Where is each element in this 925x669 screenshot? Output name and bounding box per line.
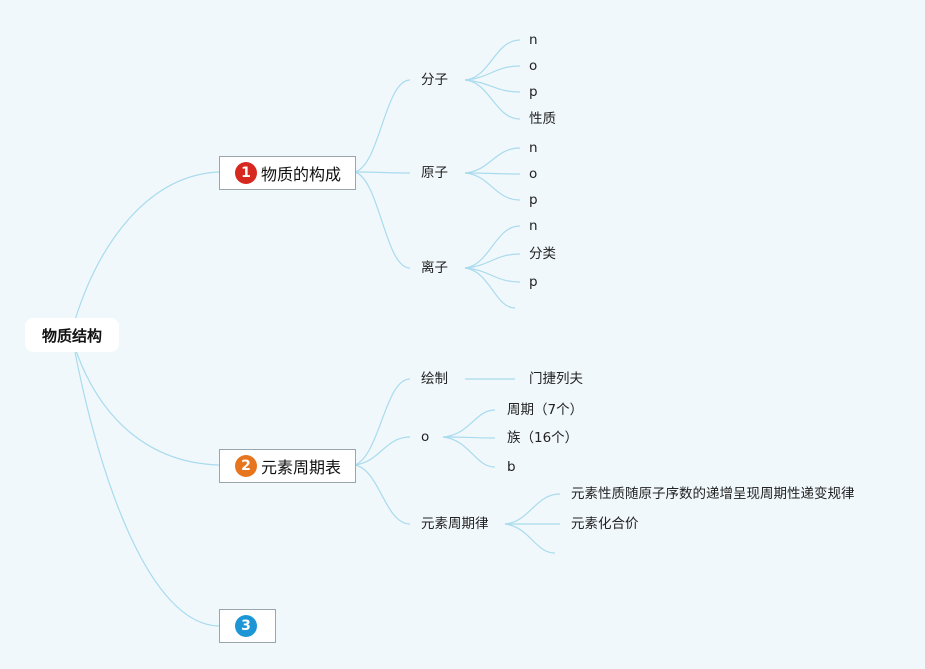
link-root-b3	[74, 351, 220, 627]
link-root-b1	[74, 171, 220, 321]
branch-label-2: 元素周期表	[261, 458, 342, 477]
link-ion-class	[464, 253, 521, 269]
leaf-ion-p[interactable]: p	[529, 274, 538, 290]
leaf-molecule-n[interactable]: n	[529, 32, 538, 48]
link-law-trend	[504, 493, 561, 525]
branch-node-3[interactable]: 3	[219, 609, 276, 643]
leaf-mendeleev[interactable]: 门捷列夫	[529, 371, 583, 387]
link-molecule-n	[464, 39, 521, 81]
branch-label-1: 物质的构成	[261, 165, 342, 184]
branch-node-1[interactable]: 1 物质的构成	[219, 156, 356, 190]
link-molecule-prop	[464, 79, 521, 120]
number-badge-3: 3	[235, 615, 257, 637]
number-badge-2: 2	[235, 455, 257, 477]
leaf-periodic-trend[interactable]: 元素性质随原子序数的递增呈现周期性递变规律	[571, 486, 855, 502]
link-b2-draw	[354, 378, 411, 466]
topic-periodic-law[interactable]: 元素周期律	[421, 516, 489, 532]
link-b1-ion	[354, 171, 411, 269]
link-b1-molecule	[354, 79, 411, 173]
leaf-valence[interactable]: 元素化合价	[571, 516, 639, 532]
link-o-period	[442, 409, 496, 438]
leaf-atom-p[interactable]: p	[529, 192, 538, 208]
leaf-period[interactable]: 周期（7个）	[507, 402, 584, 418]
topic-o[interactable]: o	[421, 429, 430, 445]
number-badge-1: 1	[235, 162, 257, 184]
leaf-atom-n[interactable]: n	[529, 140, 538, 156]
leaf-ion-classification[interactable]: 分类	[529, 246, 556, 262]
link-atom-n	[464, 147, 521, 174]
link-b1-atom	[354, 171, 411, 174]
topic-atom[interactable]: 原子	[421, 165, 448, 181]
branch-node-2[interactable]: 2 元素周期表	[219, 449, 356, 483]
leaf-ion-n[interactable]: n	[529, 218, 538, 234]
leaf-group[interactable]: 族（16个）	[507, 430, 579, 446]
leaf-molecule-o[interactable]: o	[529, 58, 538, 74]
link-atom-o	[464, 172, 521, 175]
link-o-b	[442, 436, 496, 468]
root-node[interactable]: 物质结构	[25, 318, 119, 352]
link-law-empty	[504, 523, 556, 554]
link-ion-n	[464, 225, 521, 269]
link-molecule-o	[464, 65, 521, 81]
leaf-b[interactable]: b	[507, 459, 516, 475]
link-o-group	[442, 436, 496, 439]
link-b2-o	[354, 436, 411, 466]
topic-ion[interactable]: 离子	[421, 260, 448, 276]
link-b2-law	[354, 464, 411, 525]
link-ion-empty	[464, 267, 516, 309]
leaf-molecule-p[interactable]: p	[529, 84, 538, 100]
topic-draw[interactable]: 绘制	[421, 371, 448, 387]
link-atom-p	[464, 172, 521, 201]
leaf-atom-o[interactable]: o	[529, 166, 538, 182]
link-root-b2	[74, 347, 220, 466]
topic-molecule[interactable]: 分子	[421, 72, 448, 88]
leaf-molecule-property[interactable]: 性质	[529, 111, 556, 127]
